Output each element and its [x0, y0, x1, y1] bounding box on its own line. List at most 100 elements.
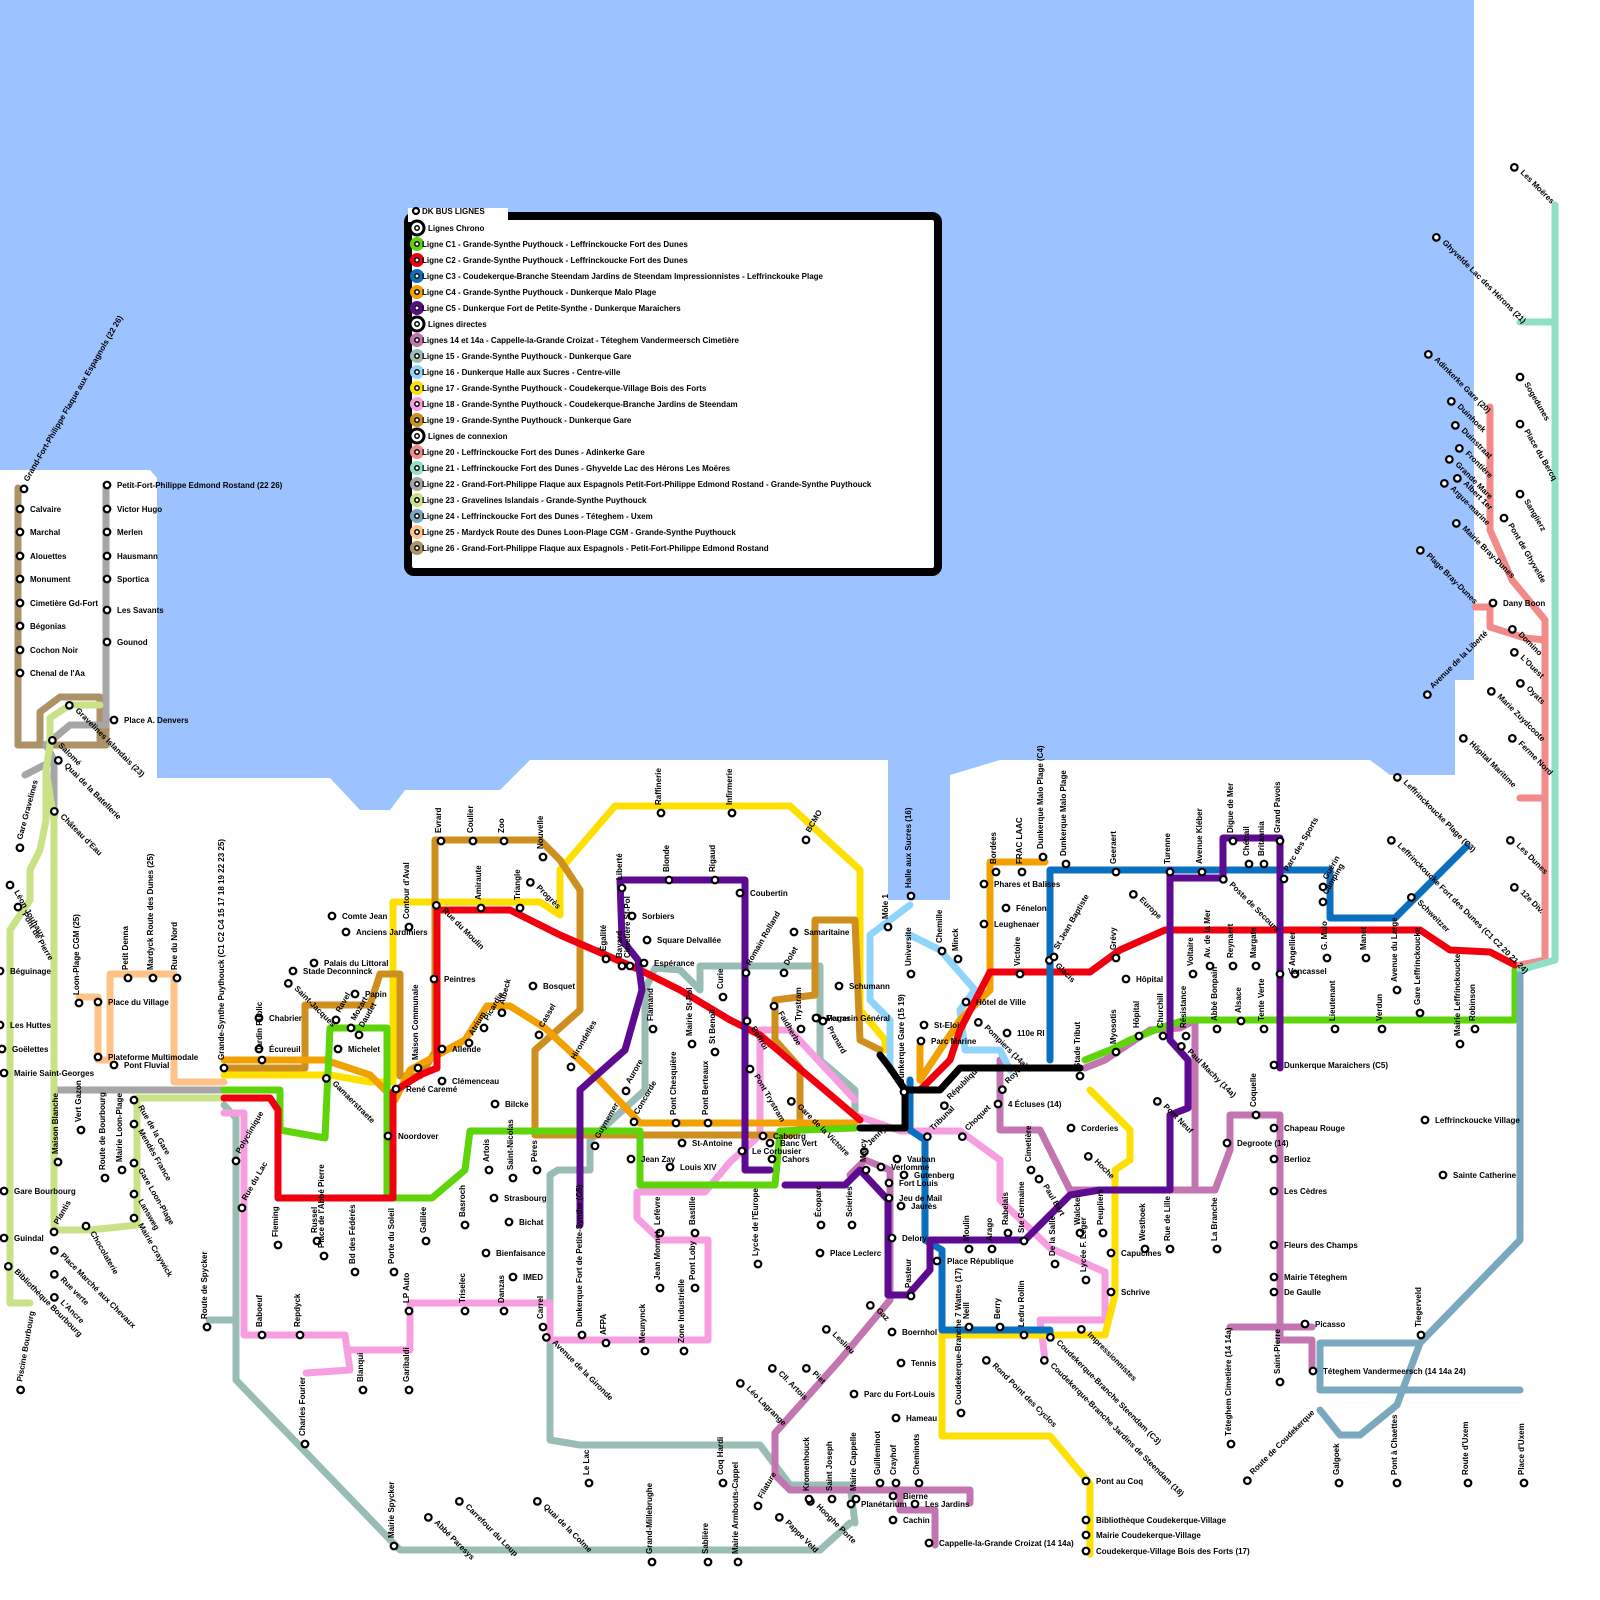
station-marker[interactable]: [1001, 903, 1011, 913]
station-marker[interactable]: [109, 715, 119, 725]
station-marker[interactable]: [846, 1499, 856, 1509]
station-marker[interactable]: [973, 1017, 983, 1027]
station-marker[interactable]: [677, 1138, 687, 1148]
station-marker[interactable]: [129, 1119, 139, 1129]
station-marker[interactable]: [703, 1557, 713, 1567]
station-marker[interactable]: [1017, 867, 1027, 877]
station-marker[interactable]: [15, 574, 25, 584]
station-marker[interactable]: [991, 867, 1001, 877]
station-marker[interactable]: [1083, 1151, 1093, 1161]
station-marker[interactable]: [1505, 835, 1515, 845]
station-marker[interactable]: [779, 968, 789, 978]
station-marker[interactable]: [1406, 892, 1416, 902]
station-marker[interactable]: [3, 1261, 13, 1271]
station-marker[interactable]: [1438, 1170, 1448, 1180]
station-marker[interactable]: [1197, 867, 1207, 877]
station-marker[interactable]: [1003, 1228, 1013, 1238]
station-marker[interactable]: [47, 735, 57, 745]
station-marker[interactable]: [964, 1322, 974, 1332]
station-marker[interactable]: [102, 551, 112, 561]
station-marker[interactable]: [312, 1236, 322, 1246]
station-marker[interactable]: [932, 1256, 942, 1266]
station-marker[interactable]: [1026, 1165, 1036, 1175]
station-marker[interactable]: [454, 1496, 464, 1506]
station-marker[interactable]: [601, 1338, 611, 1348]
station-marker[interactable]: [671, 1118, 681, 1128]
station-marker[interactable]: [737, 1146, 747, 1156]
station-marker[interactable]: [1121, 974, 1131, 984]
station-marker[interactable]: [849, 1389, 859, 1399]
station-marker[interactable]: [1515, 678, 1525, 688]
station-marker[interactable]: [1488, 598, 1498, 608]
station-marker[interactable]: [765, 1138, 775, 1148]
station-marker[interactable]: [1515, 372, 1525, 382]
station-marker[interactable]: [1422, 690, 1432, 700]
station-marker[interactable]: [703, 1118, 713, 1128]
station-marker[interactable]: [0, 1068, 9, 1078]
station-marker[interactable]: [15, 527, 25, 537]
station-marker[interactable]: [625, 961, 635, 971]
station-marker[interactable]: [887, 1233, 897, 1243]
station-marker[interactable]: [815, 1248, 825, 1258]
station-marker[interactable]: [827, 1494, 837, 1504]
station-marker[interactable]: [404, 1385, 414, 1395]
station-marker[interactable]: [437, 1044, 447, 1054]
station-marker[interactable]: [231, 1156, 241, 1166]
station-marker[interactable]: [816, 1220, 826, 1230]
station-marker[interactable]: [664, 875, 674, 885]
station-marker[interactable]: [1470, 1024, 1480, 1034]
station-marker[interactable]: [1455, 1039, 1465, 1049]
station-marker[interactable]: [109, 1060, 119, 1070]
station-marker[interactable]: [1269, 1060, 1279, 1070]
station-marker[interactable]: [883, 922, 893, 932]
station-marker[interactable]: [1061, 859, 1071, 869]
station-marker[interactable]: [1507, 733, 1517, 743]
station-marker[interactable]: [1519, 1478, 1529, 1488]
station-marker[interactable]: [288, 966, 298, 976]
station-marker[interactable]: [1222, 1138, 1232, 1148]
station-marker[interactable]: [148, 973, 158, 983]
station-marker[interactable]: [655, 1228, 665, 1238]
station-marker[interactable]: [333, 1044, 343, 1054]
station-marker[interactable]: [789, 927, 799, 937]
station-marker[interactable]: [202, 1322, 212, 1332]
station-marker[interactable]: [254, 1044, 264, 1054]
station-marker[interactable]: [875, 1478, 885, 1488]
station-marker[interactable]: [1165, 1244, 1175, 1254]
station-marker[interactable]: [956, 1408, 966, 1418]
station-marker[interactable]: [1318, 882, 1328, 892]
station-marker[interactable]: [1244, 859, 1254, 869]
station-marker[interactable]: [1050, 1259, 1060, 1269]
station-marker[interactable]: [413, 1063, 423, 1073]
station-marker[interactable]: [924, 1538, 934, 1548]
station-marker[interactable]: [534, 1030, 544, 1040]
station-marker[interactable]: [254, 1013, 264, 1023]
station-marker[interactable]: [283, 978, 293, 988]
station-marker[interactable]: [1446, 396, 1456, 406]
station-marker[interactable]: [460, 1306, 470, 1316]
station-marker[interactable]: [489, 1193, 499, 1203]
station-marker[interactable]: [383, 1131, 393, 1141]
station-marker[interactable]: [796, 1024, 806, 1034]
station-marker[interactable]: [786, 1096, 796, 1106]
station-marker[interactable]: [1269, 1287, 1279, 1297]
station-marker[interactable]: [865, 1300, 875, 1310]
station-marker[interactable]: [1269, 1240, 1279, 1250]
station-marker[interactable]: [995, 1322, 1005, 1332]
station-marker[interactable]: [421, 1236, 431, 1246]
station-marker[interactable]: [532, 1496, 542, 1506]
station-marker[interactable]: [1275, 969, 1285, 979]
station-marker[interactable]: [979, 879, 989, 889]
station-marker[interactable]: [1415, 545, 1425, 555]
station-marker[interactable]: [1181, 1031, 1191, 1041]
station-marker[interactable]: [532, 1165, 542, 1175]
station-marker[interactable]: [922, 1132, 932, 1142]
station-marker[interactable]: [1259, 1024, 1269, 1034]
station-marker[interactable]: [1242, 1476, 1252, 1486]
station-marker[interactable]: [102, 637, 112, 647]
station-marker[interactable]: [53, 755, 63, 765]
station-marker[interactable]: [1420, 1115, 1430, 1125]
station-marker[interactable]: [525, 877, 535, 887]
station-marker[interactable]: [102, 480, 112, 490]
station-marker[interactable]: [1188, 969, 1198, 979]
